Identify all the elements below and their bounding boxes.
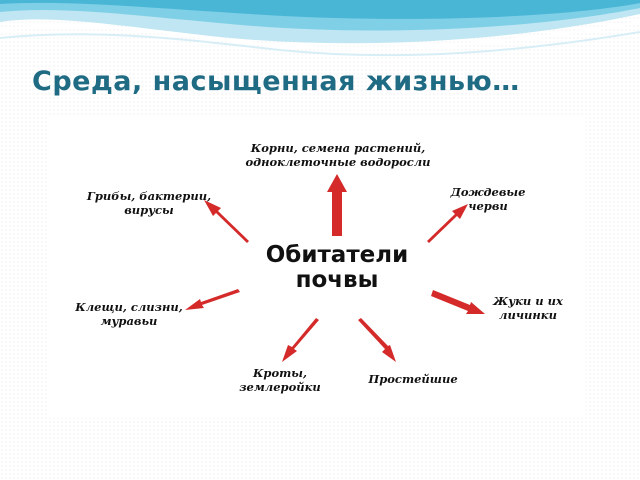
center-node-line2: почвы bbox=[295, 267, 379, 293]
node-fungi: Грибы, бактерии, вирусы bbox=[74, 189, 224, 217]
node-worms-line2: черви bbox=[468, 199, 508, 213]
header-waves bbox=[0, 0, 640, 57]
node-protozoa-line1: Простейшие bbox=[368, 372, 458, 386]
node-beetles-line1: Жуки и их bbox=[493, 294, 563, 308]
center-node-line1: Обитатели bbox=[265, 242, 409, 268]
arrow-to-roots bbox=[327, 174, 347, 236]
slide-title: Среда, насыщенная жизнью… bbox=[32, 66, 520, 97]
node-moles: Кроты, землеройки bbox=[228, 366, 332, 394]
diagram-panel bbox=[48, 116, 586, 418]
arrow-to-moles bbox=[282, 318, 319, 362]
node-beetles-line2: личинки bbox=[499, 308, 557, 322]
node-mites: Клещи, слизни, муравьи bbox=[66, 300, 192, 328]
node-fungi-line2: вирусы bbox=[124, 203, 174, 217]
arrow-to-protozoa bbox=[358, 318, 396, 362]
node-mites-line2: муравьи bbox=[100, 314, 158, 328]
arrow-to-mites bbox=[185, 289, 240, 310]
node-worms: Дождевые черви bbox=[448, 185, 528, 213]
node-protozoa: Простейшие bbox=[358, 372, 468, 386]
node-moles-line2: землеройки bbox=[239, 380, 321, 394]
arrow-to-beetles bbox=[431, 290, 485, 314]
node-fungi-line1: Грибы, бактерии, bbox=[86, 189, 212, 203]
node-roots-line1: Корни, семена растений, bbox=[250, 141, 426, 155]
node-moles-line1: Кроты, bbox=[252, 366, 308, 380]
node-roots-line2: одноклеточные водоросли bbox=[245, 155, 431, 169]
node-beetles: Жуки и их личинки bbox=[478, 294, 578, 322]
node-worms-line1: Дождевые bbox=[450, 185, 526, 199]
node-roots: Корни, семена растений, одноклеточные во… bbox=[228, 141, 448, 169]
center-node: Обитатели почвы bbox=[242, 243, 432, 293]
arrow-to-worms bbox=[427, 204, 468, 243]
arrow-to-fungi bbox=[204, 200, 249, 243]
node-mites-line1: Клещи, слизни, bbox=[75, 300, 183, 314]
